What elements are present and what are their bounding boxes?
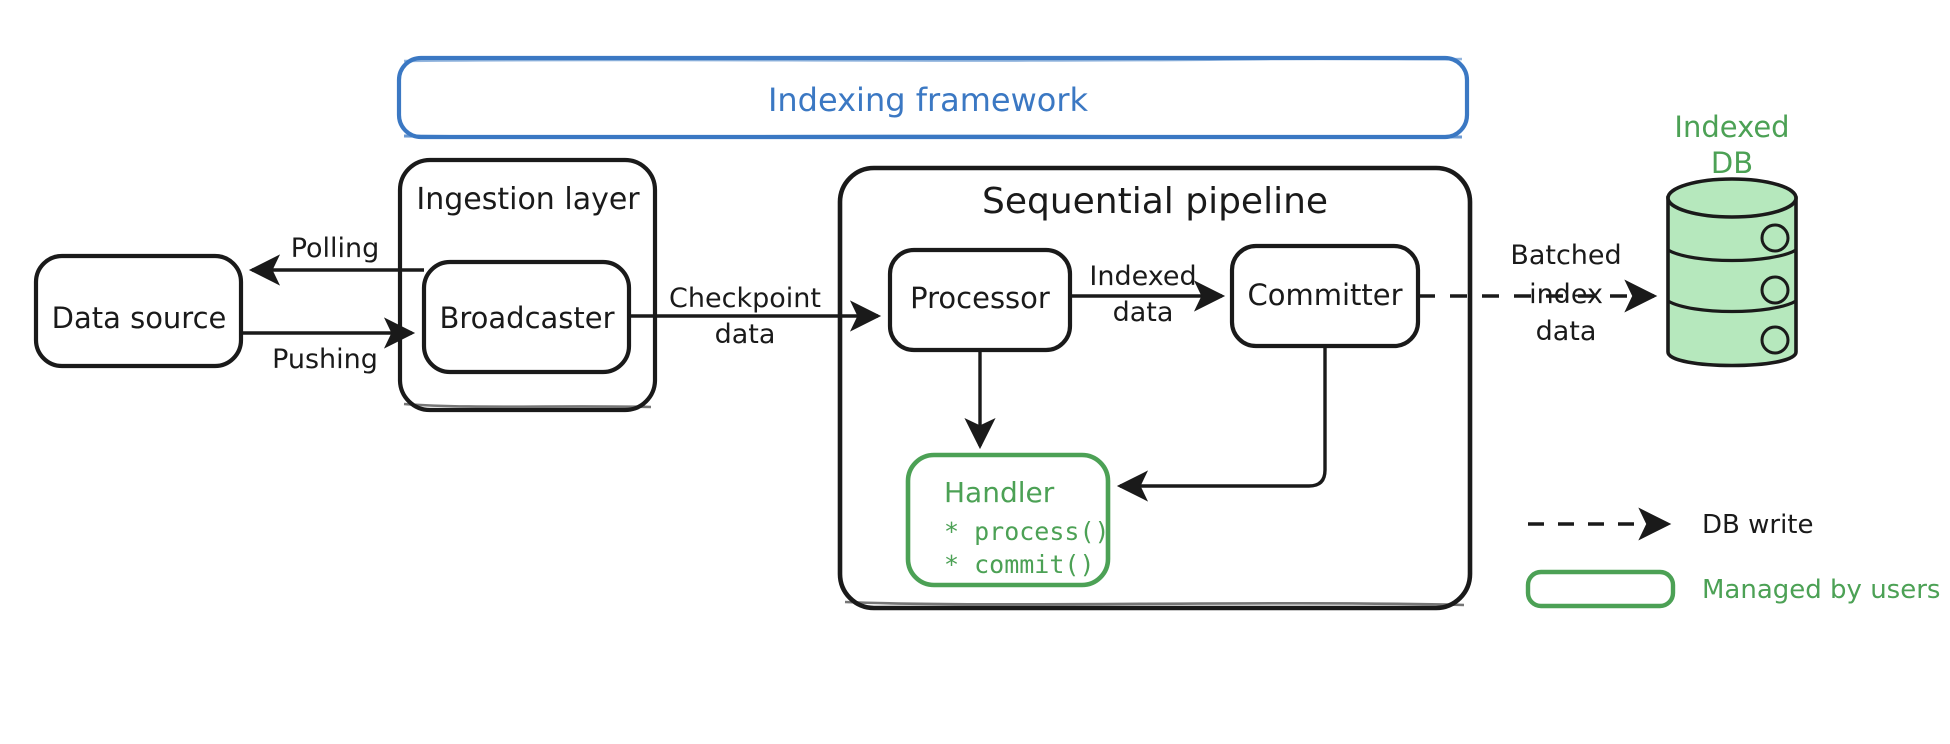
committer-to-handler-arrow bbox=[1116, 346, 1327, 502]
broadcaster-node-shape bbox=[421, 259, 632, 375]
processor-node-shape bbox=[887, 247, 1073, 353]
handler-node-shape bbox=[905, 452, 1111, 588]
data-source-node-shape bbox=[33, 253, 244, 369]
committer-node-shape bbox=[1229, 243, 1421, 349]
indexed-db-cylinder-shape bbox=[1666, 177, 1798, 368]
indexing-framework-banner-shape bbox=[396, 55, 1470, 140]
legend-green-rounded-box-icon bbox=[1525, 569, 1676, 609]
